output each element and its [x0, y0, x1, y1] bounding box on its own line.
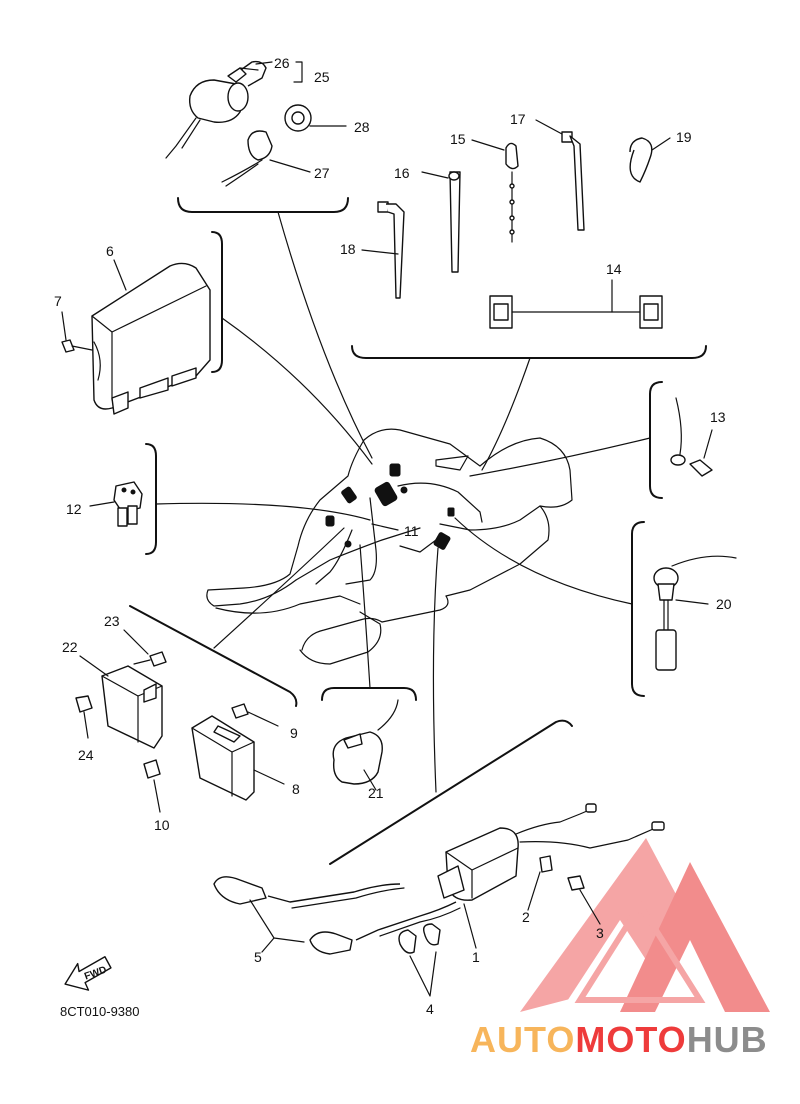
callout-6: 6: [106, 243, 114, 259]
callout-8: 8: [292, 781, 300, 797]
rectifier-regulator: [75, 629, 167, 749]
callout-1: 1: [472, 949, 480, 965]
callout-10: 10: [154, 817, 170, 833]
callout-12: 12: [66, 501, 82, 517]
cdi-unit: [61, 259, 211, 415]
callout-3: 3: [596, 925, 604, 941]
automotohub-watermark-logo: [520, 838, 770, 1012]
clamp-and-sensor-parts: [361, 119, 671, 329]
callout-9: 9: [290, 725, 298, 741]
callout-21: 21: [368, 785, 384, 801]
callout-labels: 26 25 28 27 17 19 15 16 18 14 6 7 13 12 …: [54, 55, 732, 1017]
callout-22: 22: [62, 639, 78, 655]
ground-lead: [670, 397, 713, 477]
condenser: [332, 699, 399, 791]
watermark-moto: MOTO: [575, 1019, 686, 1060]
relay-unit: [143, 703, 285, 813]
forward-direction-arrow: FWD: [64, 956, 112, 991]
callout-25: 25: [314, 69, 330, 85]
fuse-holder: [89, 481, 143, 527]
callout-4: 4: [426, 1001, 434, 1017]
callout-7: 7: [54, 293, 62, 309]
ignition-coil-assembly: [213, 803, 665, 997]
watermark-auto: AUTO: [470, 1019, 575, 1060]
main-switch-assembly: [165, 60, 347, 187]
callout-24: 24: [78, 747, 94, 763]
callout-23: 23: [104, 613, 120, 629]
callout-5: 5: [254, 949, 262, 965]
diagram-code: 8CT010-9380: [60, 1004, 140, 1019]
callout-2: 2: [522, 909, 530, 925]
frame-outline: [206, 428, 573, 665]
callout-15: 15: [450, 131, 466, 147]
callout-18: 18: [340, 241, 356, 257]
callout-17: 17: [510, 111, 526, 127]
callout-28: 28: [354, 119, 370, 135]
callout-16: 16: [394, 165, 410, 181]
callout-27: 27: [314, 165, 330, 181]
callout-11: 11: [404, 523, 419, 539]
callout-26: 26: [274, 55, 290, 71]
callout-14: 14: [606, 261, 622, 277]
group-brackets: [129, 197, 707, 865]
svg-text:AUTOMOTOHUB: AUTOMOTOHUB: [470, 1019, 768, 1060]
watermark-hub: HUB: [687, 1019, 768, 1060]
automotohub-watermark-text: AUTOMOTOHUB: [470, 1019, 768, 1060]
stop-switch: [653, 555, 737, 671]
harness-leader-11: [371, 523, 399, 531]
callout-19: 19: [676, 129, 692, 145]
callout-13: 13: [710, 409, 726, 425]
callout-20: 20: [716, 596, 732, 612]
